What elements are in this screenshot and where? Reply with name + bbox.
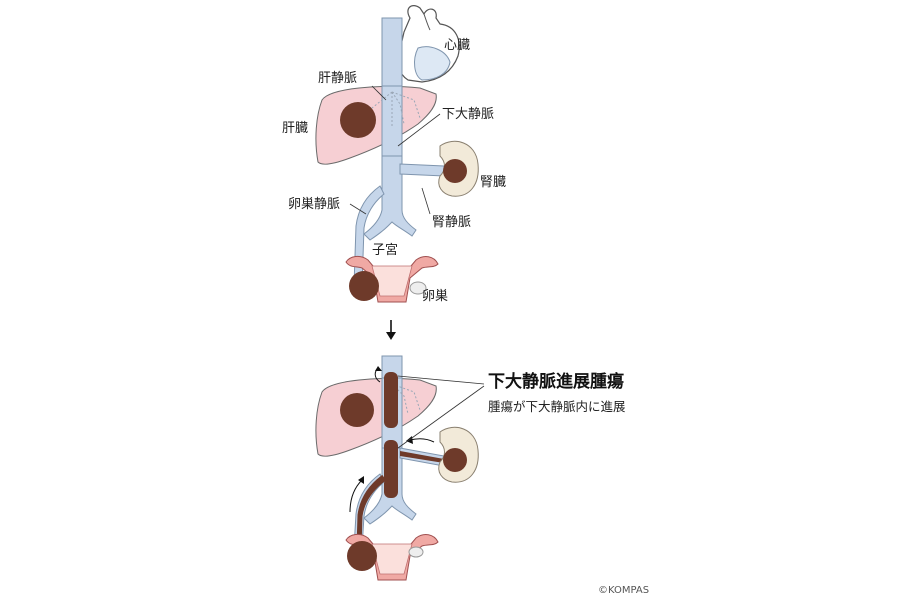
liver-tumor-lower (340, 393, 374, 427)
hepatic-veins (365, 91, 421, 128)
down-arrow (386, 320, 396, 340)
label-uterus: 子宮 (372, 243, 399, 258)
kidney-tumor (443, 159, 467, 183)
ovarian-tumor (349, 271, 379, 301)
leader-lines (349, 85, 441, 215)
lower-diagram (315, 355, 485, 581)
lower-title: 下大静脈進展腫瘍 (488, 372, 624, 392)
liver (315, 86, 437, 165)
upper-diagram (315, 5, 479, 303)
liver-tumor (340, 102, 376, 138)
uterus-group (345, 255, 439, 303)
liver-lower (315, 378, 437, 457)
label-ivc: 下大静脈 (442, 107, 495, 122)
label-ovarian-vein: 卵巣静脈 (288, 197, 341, 212)
label-ovary: 卵巣 (422, 289, 449, 304)
label-liver: 肝臓 (282, 121, 309, 136)
label-renal-vein: 腎静脈 (432, 215, 472, 230)
label-heart: 心臓 (444, 38, 471, 53)
ovary-right (409, 281, 427, 295)
label-kidney: 腎臓 (480, 175, 507, 190)
ivc-tumor-lower (384, 440, 398, 498)
label-hepatic-vein: 肝静脈 (318, 71, 358, 86)
uterus-group-lower (345, 533, 439, 581)
renal-vein (399, 163, 445, 177)
ivc-tumor-upper (384, 372, 398, 428)
kidney-tumor-lower (443, 448, 467, 472)
credit: ©KOMPAS (598, 585, 650, 596)
lower-subtitle: 腫瘍が下大静脈内に進展 (488, 399, 626, 414)
callout-lines (397, 375, 485, 449)
